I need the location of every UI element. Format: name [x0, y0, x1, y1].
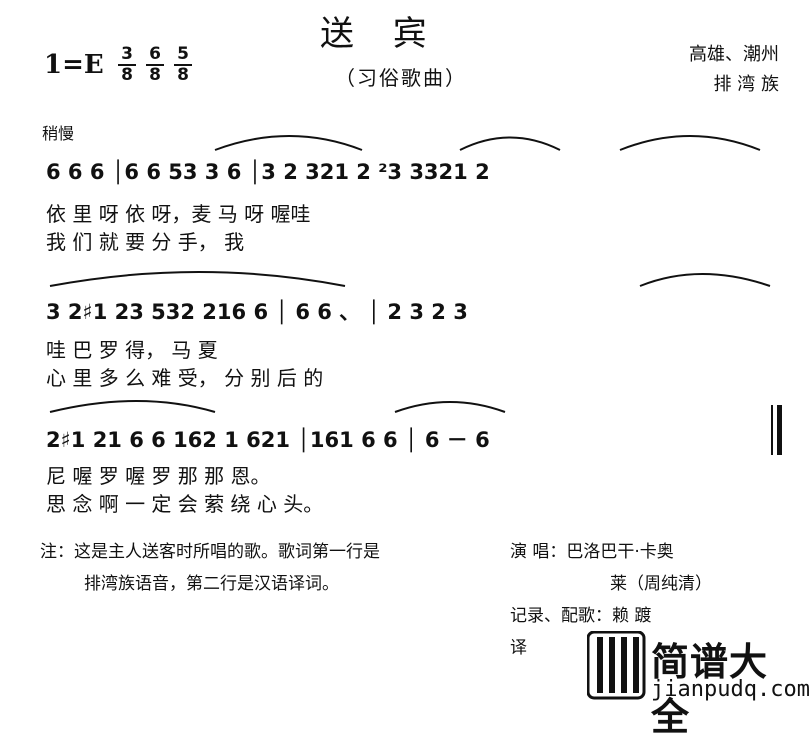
ts-denominator: 8 — [149, 65, 161, 85]
slur — [639, 273, 771, 287]
watermark-url: jianpudq.com — [651, 677, 809, 702]
slur — [49, 400, 216, 413]
key-signature: 1=E — [44, 50, 104, 80]
ts-denominator: 8 — [177, 65, 189, 85]
notation-row-3: 2♯1 21 6 6 162 1 621 │161 6 6 │ 6 － 6 — [46, 428, 490, 452]
lyrics-row-1-line-1: 依 里 呀 依 呀，麦 马 呀 喔哇 — [46, 202, 311, 226]
tempo-marking: 稍慢 — [42, 124, 75, 143]
slur — [49, 271, 346, 287]
credit-label: 译 — [510, 638, 527, 658]
lyrics-row-1-line-2: 我 们 就 要 分 手， 我 — [46, 230, 245, 254]
ts-numerator: 3 — [121, 44, 133, 64]
final-barline-thin — [771, 405, 773, 455]
footnote-line-1: 注：这是主人送客时所唱的歌。歌词第一行是 — [40, 542, 380, 562]
lyrics-row-2-line-1: 哇 巴 罗 得， 马 夏 — [46, 338, 218, 362]
notation-row-2: 3 2♯1 23 532 216 6 │ 6 6 、 │ 2 3 2 3 — [46, 300, 468, 324]
credit-label: 演 唱： — [510, 542, 567, 562]
song-subtitle: （习俗歌曲） — [335, 66, 467, 90]
slur — [214, 135, 363, 151]
notation-row-1: 6 6 6 │6 6 53 3 6 │3 2 321 2 ²3 3321 2 — [46, 160, 490, 184]
credit-value: 赖 踱 — [612, 606, 652, 626]
song-title: 送 宾 — [320, 14, 441, 54]
piano-keys-icon — [587, 631, 646, 700]
slur — [619, 135, 761, 151]
footnote-line-2: 排湾族语音，第二行是汉语译词。 — [84, 574, 339, 594]
lyrics-row-2-line-2: 心 里 多 么 难 受， 分 别 后 的 — [46, 366, 324, 390]
ts-numerator: 5 — [177, 44, 189, 64]
final-barline-thick — [777, 405, 782, 455]
slur-arcs — [49, 135, 782, 455]
slur — [459, 136, 561, 151]
footnote: 注：这是主人送客时所唱的歌。歌词第一行是 排湾族语音，第二行是汉语译词。 — [40, 536, 380, 600]
watermark-logo: 简谱大全 jianpudq.com — [585, 629, 809, 739]
song-origin: 高雄、潮州 排 湾 族 — [689, 40, 779, 100]
slur — [394, 401, 506, 413]
origin-people: 排 湾 族 — [713, 74, 779, 95]
lyrics-row-3-line-2: 思 念 啊 一 定 会 萦 绕 心 头。 — [46, 492, 324, 516]
origin-region: 高雄、潮州 — [689, 44, 779, 65]
lyrics-row-3-line-1: 尼 喔 罗 喔 罗 那 那 恩。 — [46, 464, 271, 488]
credits: 演 唱：巴洛巴干·卡奥 莱（周纯清） 记录、配歌：赖 踱 译 — [510, 536, 712, 664]
ts-denominator: 8 — [121, 65, 133, 85]
watermark-name: 简谱大全 — [651, 640, 769, 739]
ts-numerator: 6 — [149, 44, 161, 64]
credit-value: 莱（周纯清） — [610, 574, 712, 594]
credit-label: 记录、配歌： — [510, 606, 612, 626]
credit-value: 巴洛巴干·卡奥 — [566, 542, 674, 562]
